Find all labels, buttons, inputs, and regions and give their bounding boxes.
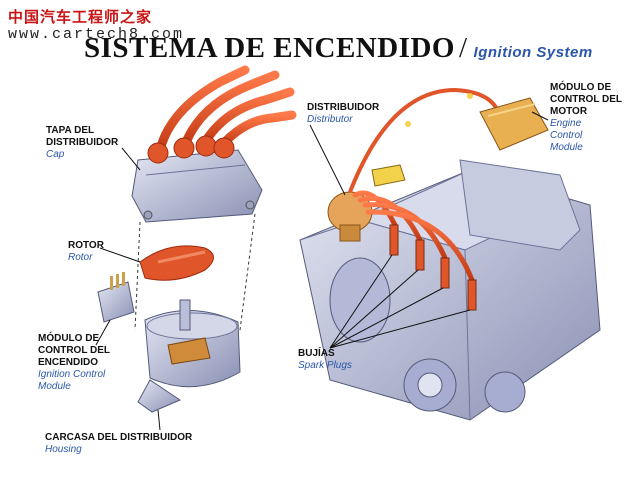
engine-block xyxy=(299,159,601,421)
label-cap: TAPA DEL DISTRIBUIDOR Cap xyxy=(46,125,119,160)
page-title: SISTEMA DE ENCENDIDO/ Ignition System xyxy=(84,32,593,65)
leader-lines xyxy=(95,111,549,431)
spark-plugs xyxy=(389,224,477,311)
ignition-control-module xyxy=(97,272,135,323)
label-module: MÓDULO DE CONTROL DEL ENCENDIDO Ignition… xyxy=(38,333,110,392)
watermark-url: www.cartech8.com xyxy=(8,26,185,43)
ecm-harness xyxy=(348,87,502,193)
label-ecm: MÓDULO DE CONTROL DEL MOTOR Engine Contr… xyxy=(550,82,622,153)
title-main: SISTEMA DE ENCENDIDO xyxy=(84,32,455,64)
distributor-housing xyxy=(137,299,241,413)
assembly-guides xyxy=(134,213,256,331)
title-english: Ignition System xyxy=(473,44,593,61)
label-distributor: DISTRIBUIDOR Distributor xyxy=(307,102,380,125)
label-spark-plugs: BUJÍAS Spark Plugs xyxy=(298,348,352,371)
label-rotor: ROTOR Rotor xyxy=(68,240,104,263)
engine-control-module xyxy=(479,97,549,151)
spark-plug-wires xyxy=(352,190,475,283)
title-separator: / xyxy=(458,32,468,64)
label-housing: CARCASA DEL DISTRIBUIDOR Housing xyxy=(45,432,193,455)
watermark-chinese: 中国汽车工程师之家 xyxy=(8,8,153,26)
rotor xyxy=(139,245,214,281)
distributor-cap xyxy=(131,65,297,223)
